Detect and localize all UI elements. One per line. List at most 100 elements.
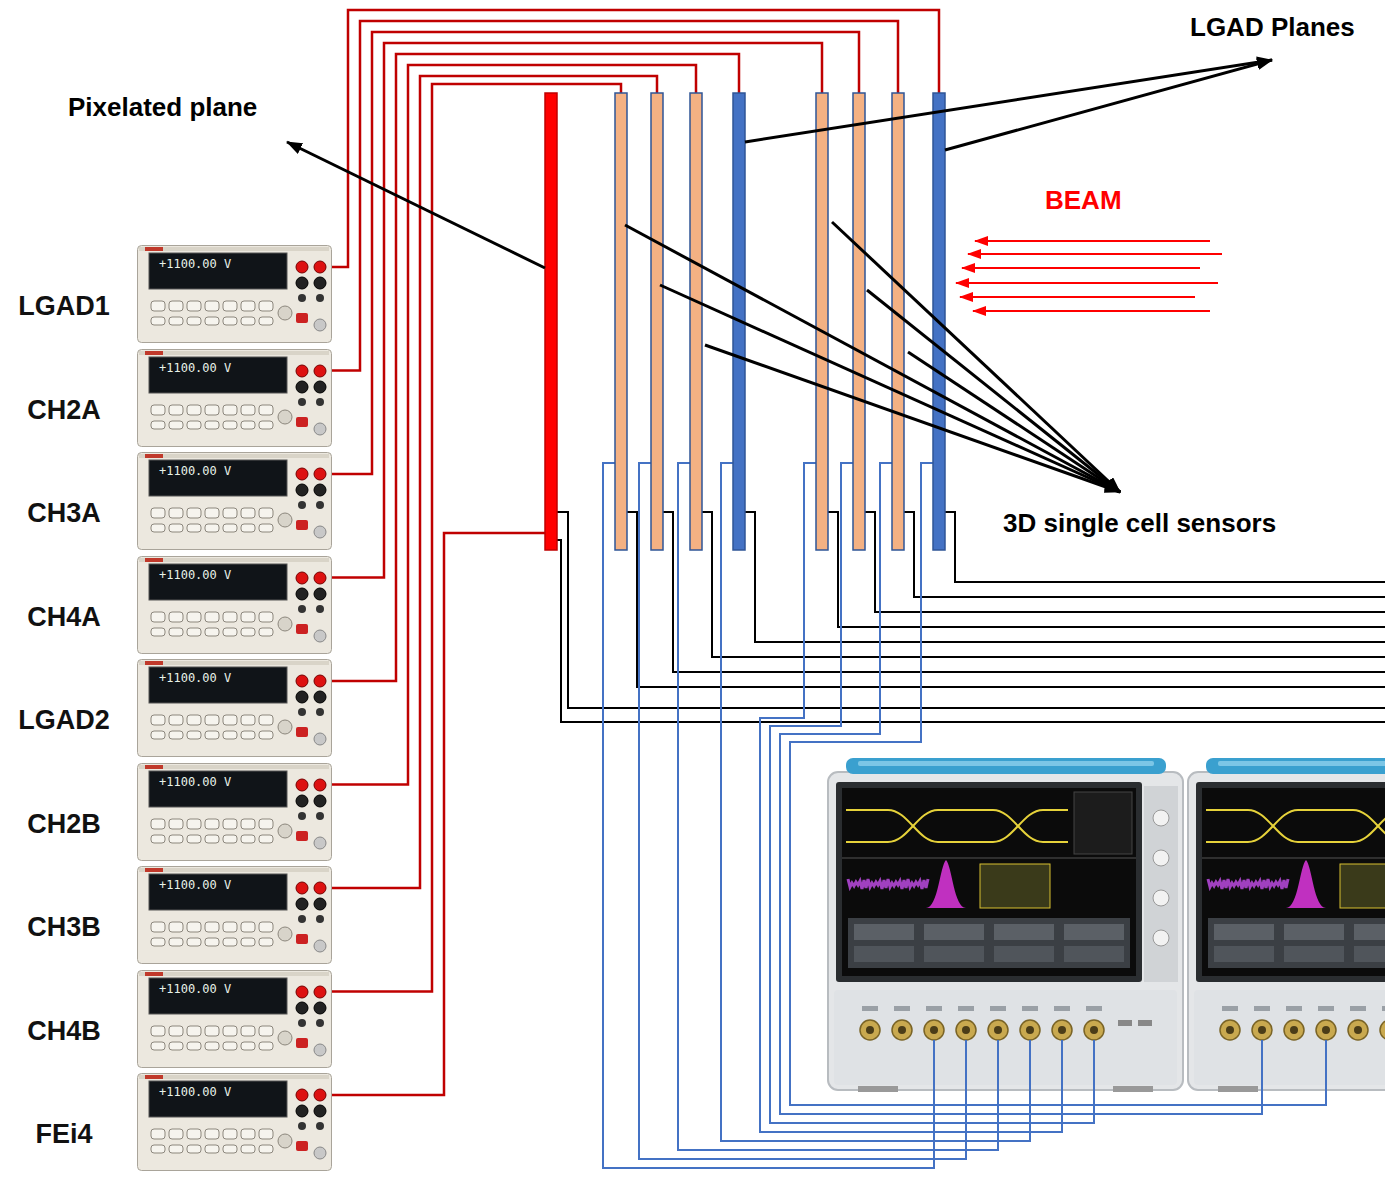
instrument-button [259, 612, 273, 622]
callout-label: Pixelated plane [68, 92, 257, 122]
instrument-button [241, 731, 255, 739]
readout-cable [557, 512, 1385, 708]
instrument-body [138, 246, 332, 343]
instrument-button [169, 508, 183, 518]
instrument-label: LGAD2 [0, 705, 128, 736]
instrument-button [259, 835, 273, 843]
measure-box [1340, 864, 1385, 908]
instrument-button [151, 1145, 165, 1153]
instrument-button [223, 1042, 237, 1050]
handle-shine [858, 761, 1154, 766]
instrument-button [205, 612, 219, 622]
instrument-button [169, 835, 183, 843]
instrument-logo [145, 1075, 163, 1079]
3d-sensor [651, 93, 663, 550]
display-reading: +1100.00 V [159, 257, 231, 271]
instrument-button [205, 628, 219, 636]
instrument-button [151, 922, 165, 932]
instrument-button [187, 317, 201, 325]
instrument-button [223, 1145, 237, 1153]
instrument-button [169, 1145, 183, 1153]
instrument-button [151, 405, 165, 415]
output-button [296, 417, 308, 427]
channel-tag [1022, 1006, 1038, 1011]
instrument-button [259, 301, 273, 311]
terminal [314, 779, 326, 791]
instrument-button [169, 317, 183, 325]
power-supply: FEi4+1100.00 V [137, 1073, 332, 1171]
instrument-knob [278, 927, 292, 941]
instrument-button [151, 1042, 165, 1050]
instrument-button [259, 938, 273, 946]
instrument-button [151, 835, 165, 843]
noise-trace [1208, 879, 1288, 889]
bnc-pin [994, 1026, 1002, 1034]
terminal [314, 691, 326, 703]
instrument-button [169, 524, 183, 532]
channel-tag [894, 1006, 910, 1011]
terminal [296, 365, 308, 377]
bnc-connector [1084, 1020, 1104, 1040]
instrument-button [259, 1145, 273, 1153]
instrument-button [169, 301, 183, 311]
screen-divider [1202, 858, 1385, 859]
instrument-knob [314, 837, 326, 849]
instrument-button [187, 628, 201, 636]
front-strip [834, 990, 1177, 1085]
display-reading: +1100.00 V [159, 878, 231, 892]
terminal [296, 898, 308, 910]
display-reading: +1100.00 V [159, 1085, 231, 1099]
scope-screen [842, 788, 1136, 976]
terminal [316, 294, 324, 302]
instrument-button [205, 421, 219, 429]
bnc-connector [1316, 1020, 1336, 1040]
instrument-button [169, 715, 183, 725]
leader-line [867, 290, 1120, 492]
signal-cable [603, 463, 934, 1168]
handle-shine [1218, 761, 1385, 766]
callout-label: LGAD Planes [1190, 12, 1355, 42]
terminal [296, 1105, 308, 1117]
instrument-button [187, 508, 201, 518]
signal-cable [760, 463, 1062, 1132]
instrument-label: CH3A [0, 498, 128, 529]
instrument-button [187, 1145, 201, 1153]
instrument-button [241, 301, 255, 311]
instrument-button [241, 421, 255, 429]
signal-cable [678, 463, 998, 1150]
channel-tag [926, 1006, 942, 1011]
instrument-button [187, 301, 201, 311]
readout-panel [848, 918, 1130, 968]
instrument-button [151, 301, 165, 311]
beam-arrow [956, 282, 1218, 284]
instrument-knob [278, 513, 292, 527]
beam-arrow [973, 310, 1210, 312]
instrument-button [259, 405, 273, 415]
leader-line [745, 60, 1272, 142]
bnc-pin [1026, 1026, 1034, 1034]
instrument-knob [314, 1147, 326, 1159]
instrument-button [151, 421, 165, 429]
instrument-button [151, 317, 165, 325]
readout-cable [557, 540, 1385, 722]
instrument-button [241, 508, 255, 518]
power-supply: CH2A+1100.00 V [137, 349, 332, 447]
bnc-connector [892, 1020, 912, 1040]
bnc-connector [1020, 1020, 1040, 1040]
scope-handle [1206, 758, 1385, 774]
screen-bezel [836, 782, 1142, 982]
terminal [296, 675, 308, 687]
hv-cable [320, 533, 545, 1095]
hv-cable [320, 84, 621, 992]
signal-cable [721, 463, 1030, 1141]
instrument-button [223, 938, 237, 946]
instrument-button [205, 508, 219, 518]
instrument-button [259, 421, 273, 429]
terminal [314, 898, 326, 910]
bnc-connector [1052, 1020, 1072, 1040]
instrument-button [241, 628, 255, 636]
display-reading: +1100.00 V [159, 671, 231, 685]
terminal [314, 468, 326, 480]
instrument-button [241, 1145, 255, 1153]
screen-divider [842, 858, 1136, 859]
